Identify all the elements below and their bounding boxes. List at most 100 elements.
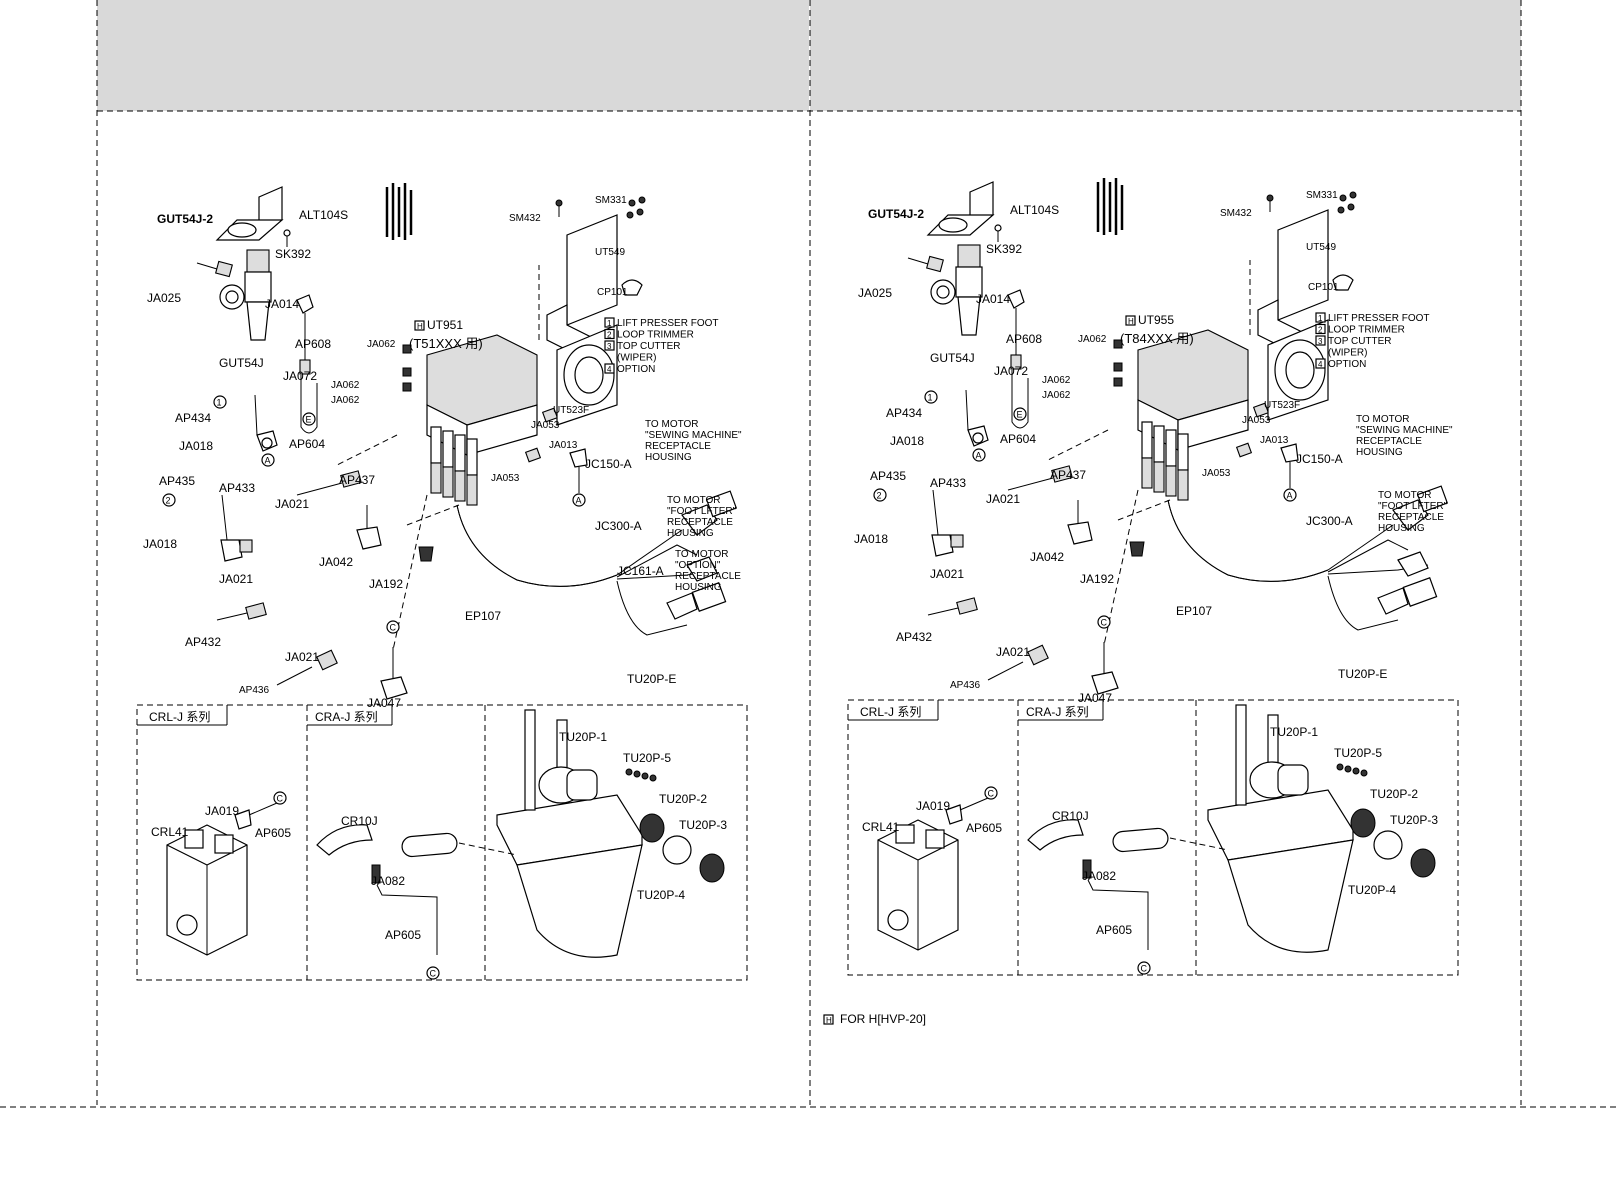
valve-mark: H [417,322,423,331]
label-ap434: AP434 [175,411,211,425]
label-gut54j2: GUT54J-2 [157,212,213,226]
label-ap433: AP433 [219,481,255,495]
mark-c3: C [1141,964,1148,974]
label-ap608: AP608 [295,337,331,351]
label-ja014: JA014 [976,292,1010,306]
sub-tu20p3: TU20P-3 [1390,813,1438,827]
label-ja062c: JA062 [331,395,360,406]
sub-tu20p1: TU20P-1 [1270,725,1318,739]
label-ap434: AP434 [886,406,922,420]
mark-1-ring [924,390,938,404]
mark-2-ring [162,493,176,507]
label-sm331: SM331 [595,195,627,206]
label-ja062a: JA062 [1078,334,1107,345]
label-ap432: AP432 [896,630,932,644]
legend-num-1: 1 [607,319,612,328]
label-ja021a: JA021 [986,492,1020,506]
label-ja014: JA014 [265,297,299,311]
motor-note-foot-1: "FOOT LFTER" [667,506,737,517]
legend-item-4: OPTION [1328,359,1366,370]
legend-item-2: TOP CUTTER [617,341,681,352]
label-ap436: AP436 [239,685,269,696]
mark-c2: C [277,794,284,804]
label-ja021b: JA021 [219,572,253,586]
mark-a2: A [576,496,582,506]
motor-note-sewing-0: TO MOTOR [645,419,699,430]
label-ja018b: JA018 [143,537,177,551]
label-ap604: AP604 [289,437,325,451]
label-ja021c: JA021 [996,645,1030,659]
mark-c3-ring [426,966,440,980]
legend-item-3: (WIPER) [1328,348,1367,359]
label-ja013: JA013 [1260,435,1289,446]
legend-num-3: 3 [607,342,612,351]
mark-e: E [1017,410,1023,420]
legend-num-3: 3 [1318,337,1323,346]
mark-e-ring [1013,407,1027,421]
footnote-mark-box [823,1014,834,1025]
mark-a2-ring [1283,488,1297,502]
label-jc300: JC300-A [1306,514,1353,528]
label-ja062b: JA062 [1042,375,1071,386]
legend-num-4: 4 [1318,360,1323,369]
motor-note-foot-3: HOUSING [667,528,714,539]
footnote-mark: H [826,1016,832,1025]
sub-tu20p4: TU20P-4 [637,888,685,902]
mark-c1-ring [1097,615,1111,629]
motor-note-foot-2: RECEPTACLE [1378,512,1444,523]
motor-note-option-3: HOUSING [675,582,722,593]
label-ja047: JA047 [1078,691,1112,705]
legend-num-2: 2 [1318,326,1323,335]
motor-note-sewing-3: HOUSING [1356,447,1403,458]
valve-mark-box [1125,315,1136,326]
label-ap433: AP433 [930,476,966,490]
label-ja062c: JA062 [1042,390,1071,401]
legend-num-1: 1 [1318,314,1323,323]
label-ja013: JA013 [549,440,578,451]
motor-note-option-0: TO MOTOR [675,549,729,560]
mark-a1-ring [261,453,275,467]
sub-ap605b: AP605 [1096,923,1132,937]
label-ep107: EP107 [465,609,501,623]
sub-crl_title: CRL-J 系列 [149,710,210,724]
valve-mark: H [1128,317,1134,326]
label-jc300: JC300-A [595,519,642,533]
valve-sub: (T84XXX 用) [1120,331,1194,346]
mark-a1: A [265,456,271,466]
header-band-left [97,0,809,111]
legend-item-4: OPTION [617,364,655,375]
sub-ja082: JA082 [1082,869,1116,883]
motor-note-sewing-2: RECEPTACLE [645,441,711,452]
label-jc150: JC150-A [585,457,632,471]
label-tu20pe: TU20P-E [1338,667,1387,681]
sub-cr10j: CR10J [341,814,378,828]
sub-crl41: CRL41 [151,825,189,839]
mark-2-ring [873,488,887,502]
motor-note-sewing-1: "SEWING MACHINE" [645,430,742,441]
label-ap435: AP435 [870,469,906,483]
mark-1-ring [213,395,227,409]
motor-note-option-1: "OPTION" [675,560,721,571]
label-cp101: CP101 [597,287,628,298]
label-sm331: SM331 [1306,190,1338,201]
legend-num-4-box [604,363,615,374]
valve-label: UT955 [1138,313,1174,327]
label-cp101: CP101 [1308,282,1339,293]
label-ut523f: UT523F [553,405,589,416]
label-ja021b: JA021 [930,567,964,581]
label-ja062a: JA062 [367,339,396,350]
sub-cr10j: CR10J [1052,809,1089,823]
mark-2: 2 [877,491,882,501]
valve-label: UT951 [427,318,463,332]
label-jc150: JC150-A [1296,452,1343,466]
mark-c2-ring [273,791,287,805]
label-sk392: SK392 [275,247,311,261]
mark-1: 1 [928,393,933,403]
sub-cra_title: CRA-J 系列 [1026,705,1089,719]
label-ja047: JA047 [367,696,401,710]
sub-tu20p5: TU20P-5 [623,751,671,765]
mark-a1-ring [972,448,986,462]
label-ja042: JA042 [319,555,353,569]
